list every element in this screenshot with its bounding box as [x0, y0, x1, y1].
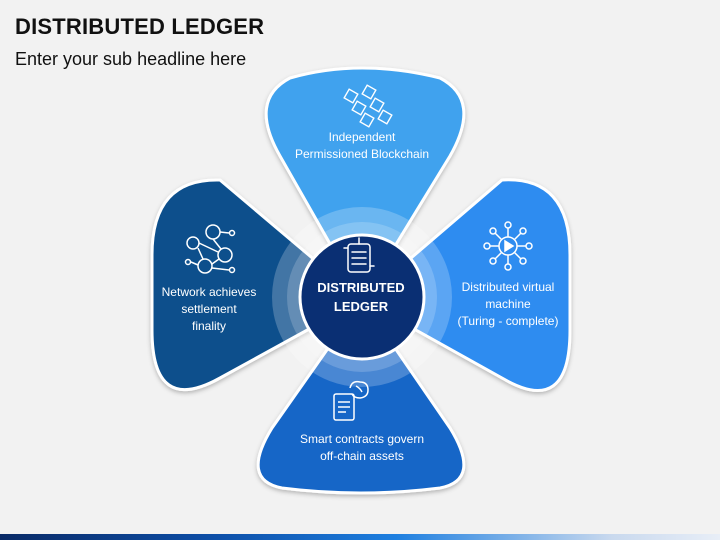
petal-right-line-3: (Turing - complete): [457, 314, 559, 328]
center-circle: [298, 233, 426, 361]
petal-bottom-text: Smart contracts govern off-chain assets: [262, 431, 462, 465]
page-subtitle: Enter your sub headline here: [15, 49, 247, 69]
footer-gradient-bar: [0, 534, 720, 540]
petal-bottom-line-1: Smart contracts govern: [299, 432, 425, 446]
petal-left-line-3: finality: [191, 319, 226, 333]
petal-left: [150, 178, 365, 392]
petal-right-line-2: machine: [485, 297, 531, 311]
petal-top-line-2: Permissioned Blockchain: [294, 147, 430, 161]
center-label-line-1: DISTRIBUTED: [317, 280, 405, 295]
petal-left-text: Network achieves settlement finality: [150, 284, 268, 335]
center-label-line-2: LEDGER: [333, 299, 389, 314]
people-network-icon: [184, 224, 236, 274]
page-title: DISTRIBUTED LEDGER: [15, 14, 265, 39]
petal-top-line-1: Independent: [328, 130, 396, 144]
petal-left-line-2: settlement: [181, 302, 237, 316]
petal-left-line-1: Network achieves: [161, 285, 257, 299]
network-play-icon: [483, 221, 533, 271]
petal-right: [359, 178, 572, 392]
petal-bottom-line-2: off-chain assets: [320, 449, 404, 463]
petal-top-text: Independent Permissioned Blockchain: [262, 129, 462, 163]
petal-right-line-1: Distributed virtual: [461, 280, 555, 294]
petal-right-text: Distributed virtual machine (Turing - co…: [442, 279, 574, 330]
blockchain-cubes-icon: [343, 84, 393, 128]
petal-bottom: [256, 297, 466, 495]
petal-top: [264, 66, 466, 303]
center-label: DISTRIBUTED LEDGER: [308, 278, 414, 316]
ledger-server-icon: [343, 237, 375, 273]
contract-brain-icon: [333, 380, 369, 421]
